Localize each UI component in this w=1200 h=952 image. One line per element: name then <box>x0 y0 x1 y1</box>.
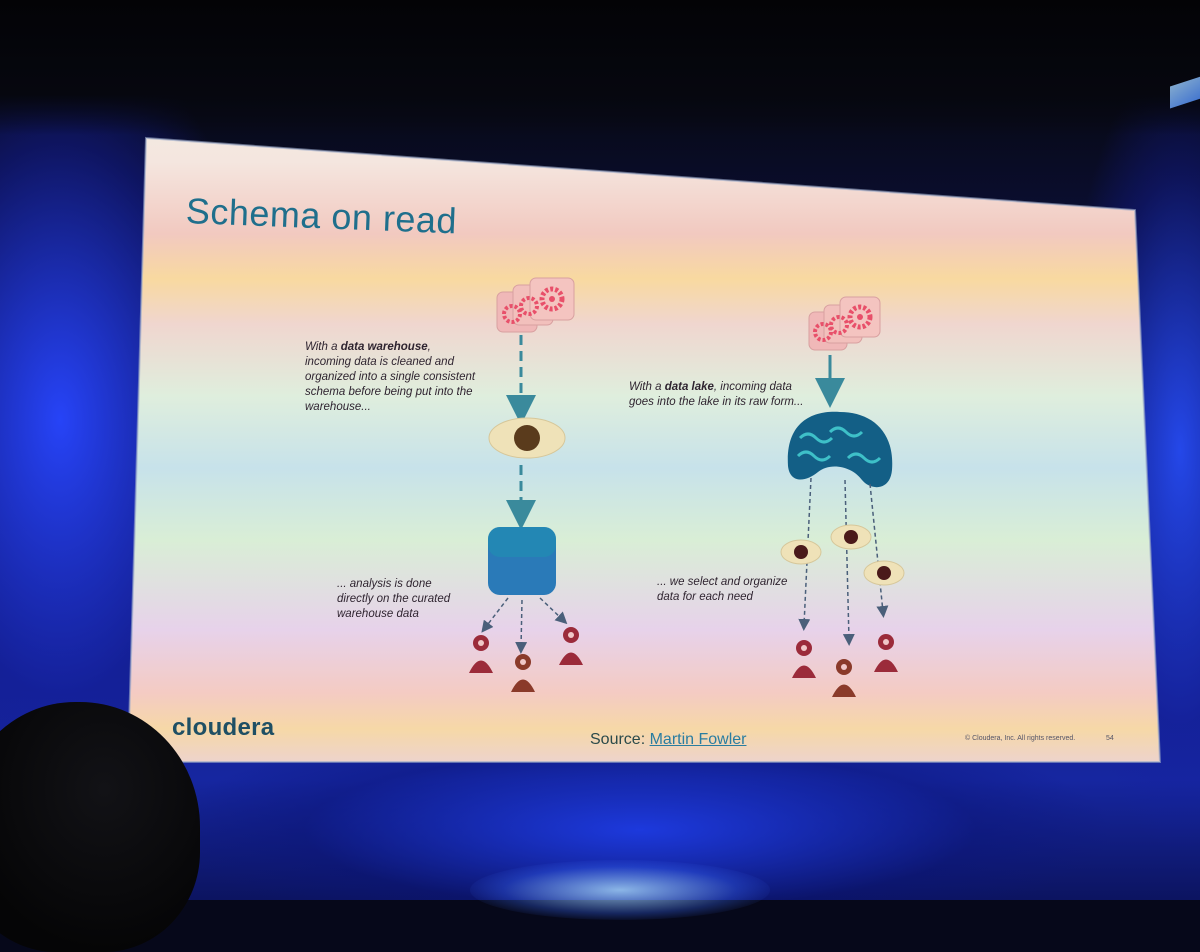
cloudera-logo: cloudera <box>172 714 275 741</box>
lake-user-arrow-2 <box>842 479 855 646</box>
source-label: Source: <box>590 731 646 748</box>
warehouse-user-2-person-icon <box>511 654 535 692</box>
lake-sources-gear-icon <box>808 296 881 351</box>
warehouse-transform-eye-icon <box>488 417 566 459</box>
lake-caption: With a data lake, incoming data goes int… <box>629 381 804 408</box>
lake-select-caption: ... we select and organize data for each… <box>657 576 788 603</box>
warehouse-analysis-caption: ... analysis is done directly on the cur… <box>337 578 451 620</box>
warehouse-user-arrow-1 <box>481 597 509 633</box>
source-link[interactable]: Martin Fowler <box>649 731 747 748</box>
lake-icon <box>787 411 893 488</box>
warehouse-user-1-person-icon <box>469 635 493 673</box>
lake-select-eye-icon-1 <box>780 539 822 565</box>
lake-user-3-person-icon <box>874 634 898 672</box>
lake-user-1-person-icon <box>792 640 816 678</box>
copyright-notice: © Cloudera, Inc. All rights reserved. <box>965 735 1076 742</box>
lake-select-eye-icon-2 <box>830 524 872 550</box>
lake-select-eye-icon-3 <box>863 560 905 586</box>
lake-user-2-person-icon <box>832 659 856 697</box>
warehouse-user-arrow-3 <box>539 597 568 625</box>
page-number: 54 <box>1106 735 1114 742</box>
warehouse-user-arrow-2 <box>515 599 528 654</box>
lake-user-arrow-3 <box>869 483 889 618</box>
warehouse-user-3-person-icon <box>559 627 583 665</box>
schema-diagram <box>469 277 905 697</box>
ceiling-darkness <box>0 0 1200 135</box>
source-credit: Source: Martin Fowler <box>590 731 747 749</box>
warehouse-caption: With a data warehouse, incoming data is … <box>305 341 476 413</box>
warehouse-sources-gear-icon <box>496 277 575 333</box>
